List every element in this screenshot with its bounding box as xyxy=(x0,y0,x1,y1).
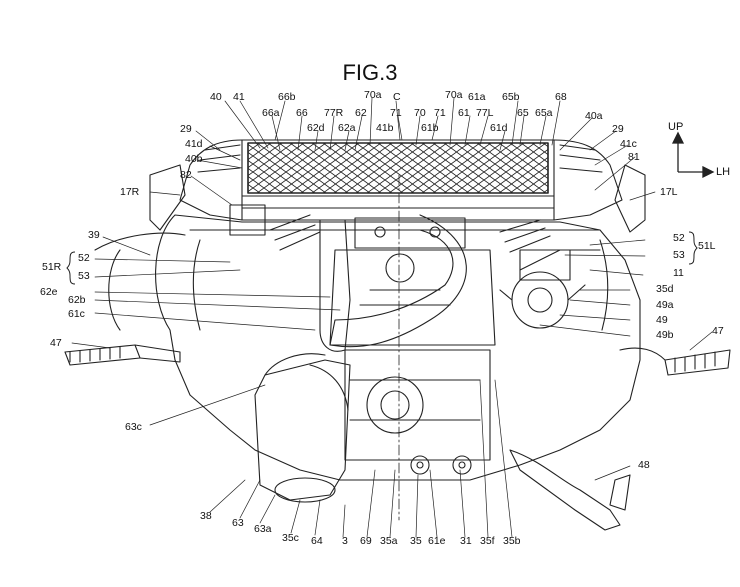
ref-label: 41c xyxy=(620,138,637,150)
ref-label: 40a xyxy=(585,110,603,122)
bracket-17l xyxy=(614,164,646,233)
left-shroud xyxy=(179,139,243,221)
axis-lh-label: LH xyxy=(716,166,731,178)
ref-label: 35b xyxy=(503,535,521,547)
ref-label: 68 xyxy=(555,91,567,103)
right-shroud xyxy=(553,139,623,221)
muffler xyxy=(254,353,351,503)
ref-label: 53 xyxy=(78,270,90,282)
ref-label: 70a xyxy=(364,89,382,101)
ref-label: 3 xyxy=(342,535,348,547)
ref-label: 61 xyxy=(458,107,470,119)
ref-label: 35f xyxy=(480,535,495,547)
cylinder-head xyxy=(354,217,466,249)
ref-label: 63c xyxy=(125,421,142,433)
ref-label: 61c xyxy=(68,308,85,320)
ref-label: 51L xyxy=(698,240,716,252)
ref-label: 81 xyxy=(628,151,640,163)
brace-51l xyxy=(688,231,698,265)
ref-label: 35d xyxy=(656,283,674,295)
ref-label: 11 xyxy=(673,267,684,279)
ref-label: 62a xyxy=(338,122,356,134)
ref-label: C xyxy=(393,91,401,103)
brace-51r xyxy=(66,251,76,285)
ref-label: 47 xyxy=(50,337,62,349)
ref-label: 49b xyxy=(656,329,674,341)
axis-up-label: UP xyxy=(668,121,684,133)
ref-label: 17L xyxy=(660,186,678,198)
ref-label: 82 xyxy=(180,169,192,181)
ref-label: 52 xyxy=(673,232,685,244)
ref-label: 31 xyxy=(460,535,472,547)
figure-title: FIG.3 xyxy=(342,60,398,85)
ref-label: 41 xyxy=(233,91,245,103)
ref-label: 70 xyxy=(414,107,426,119)
ref-label: 69 xyxy=(360,535,372,547)
ref-label: 65a xyxy=(535,107,553,119)
ref-label: 41b xyxy=(376,122,394,134)
ref-label: 52 xyxy=(78,252,90,264)
ref-label: 61b xyxy=(421,122,439,134)
ref-label: 48 xyxy=(638,459,650,471)
ref-label: 35c xyxy=(282,532,299,544)
ref-label: 63 xyxy=(232,517,244,529)
ref-label: 29 xyxy=(612,123,624,135)
ref-label: 65 xyxy=(517,107,529,119)
ref-label: 62 xyxy=(355,107,367,119)
ref-label: 66 xyxy=(296,107,308,119)
ref-label: 51R xyxy=(42,261,62,273)
ref-label: 77L xyxy=(476,107,494,119)
ref-label: 66a xyxy=(262,107,280,119)
engine-body xyxy=(155,214,641,481)
ref-label: 47 xyxy=(712,325,724,337)
ref-label: 61d xyxy=(490,122,508,134)
ref-label: 29 xyxy=(180,123,192,135)
hose-center xyxy=(329,214,467,348)
ref-label: 38 xyxy=(200,510,212,522)
radiator-core xyxy=(241,139,555,221)
ref-label: 61e xyxy=(428,535,446,547)
ref-label: 62e xyxy=(40,286,58,298)
ref-label: 40 xyxy=(210,91,222,103)
footrest-right xyxy=(619,347,731,376)
ref-label: 40b xyxy=(185,153,203,165)
footrest-left xyxy=(64,344,181,366)
orientation-arrows xyxy=(671,131,715,179)
hose-left xyxy=(319,219,351,352)
brake-pedal xyxy=(509,449,621,531)
ref-label: 61a xyxy=(468,91,486,103)
ref-label: 39 xyxy=(88,229,100,241)
ref-label: 62d xyxy=(307,122,325,134)
ref-label: 35a xyxy=(380,535,398,547)
ref-label: 17R xyxy=(120,186,140,198)
ref-label: 66b xyxy=(278,91,296,103)
ref-label: 53 xyxy=(673,249,685,261)
ref-label: 70a xyxy=(445,89,463,101)
ref-label: 49a xyxy=(656,299,674,311)
ref-label: 65b xyxy=(502,91,520,103)
ref-label: 77R xyxy=(324,107,344,119)
ref-label: 71 xyxy=(434,107,446,119)
ref-label: 71 xyxy=(390,107,402,119)
ref-label: 62b xyxy=(68,294,86,306)
ref-label: 63a xyxy=(254,523,272,535)
ref-label: 64 xyxy=(311,535,323,547)
ref-label: 49 xyxy=(656,314,668,326)
ref-label: 35 xyxy=(410,535,422,547)
bracket-17r xyxy=(149,164,186,231)
ref-label: 41d xyxy=(185,138,203,150)
